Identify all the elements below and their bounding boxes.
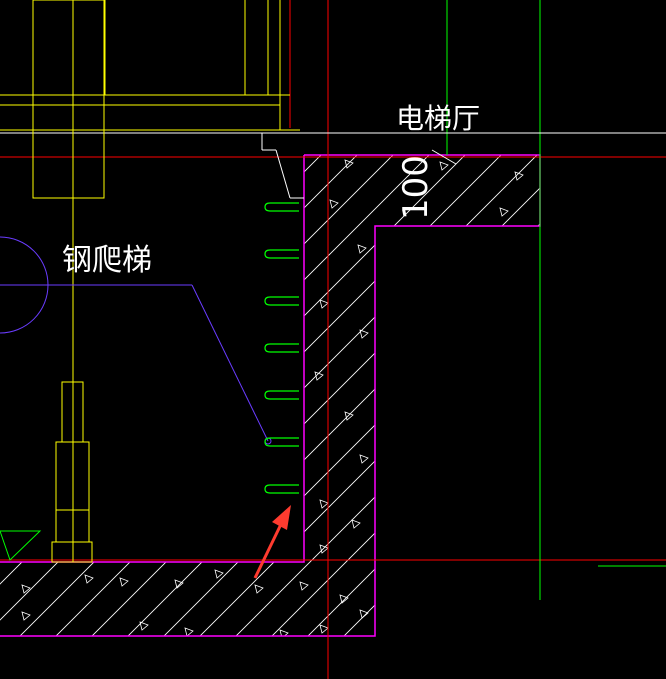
aggregate-mark (344, 159, 354, 169)
hatch-line (495, 155, 540, 636)
aggregate-mark (514, 171, 524, 181)
hatch-line (0, 155, 540, 636)
aggregate-mark (139, 621, 149, 631)
hatch-line (63, 155, 540, 636)
aggregate-mark (254, 584, 264, 594)
hatch-line (0, 155, 189, 636)
hatch-line (315, 155, 540, 636)
hatch-line (243, 155, 540, 636)
ladder-rung (264, 202, 299, 212)
slab-edge (0, 132, 666, 199)
aggregate-mark (499, 207, 509, 217)
elevator-lobby-label: 电梯厅 (396, 102, 480, 135)
ladder-rung (264, 296, 299, 306)
ladder-rung (264, 484, 299, 494)
aggregate-mark (319, 299, 329, 309)
dimension-label: 100 (396, 155, 436, 220)
aggregate-mark (214, 569, 224, 579)
hatch-line (0, 155, 117, 636)
aggregate-mark (319, 624, 329, 634)
annotation-arrow (253, 505, 291, 579)
hatch-line (640, 0, 666, 679)
hatch-line (0, 155, 261, 636)
hatch-line (0, 155, 441, 636)
structural-members (0, 0, 300, 563)
hatch-line (604, 0, 666, 679)
axis-lines (0, 0, 666, 600)
hatch-line (459, 155, 540, 636)
hatch-line (0, 155, 81, 636)
aggregate-mark (329, 199, 339, 209)
aggregate-mark (84, 574, 94, 584)
aggregate-mark (357, 244, 367, 254)
aggregate-mark (359, 329, 369, 339)
aggregate-mark (439, 161, 449, 171)
hatch-line (207, 155, 540, 636)
aggregate-mark (351, 519, 361, 529)
hatch-line (0, 155, 225, 636)
steel-ladder-label: 钢爬梯 (62, 243, 152, 278)
hatch-line (0, 155, 153, 636)
aggregate-mark (344, 411, 354, 421)
aggregate-mark (314, 371, 324, 381)
aggregate-mark (21, 611, 31, 621)
aggregate-mark (174, 579, 184, 589)
hatch-line (0, 155, 540, 636)
hatch-line (27, 155, 540, 636)
hatch-line (0, 155, 405, 636)
hatch-line (0, 155, 369, 636)
aggregate-mark (184, 627, 194, 636)
aggregate-mark (279, 629, 289, 636)
aggregate-mark (119, 577, 129, 587)
ladder-rung (264, 343, 299, 353)
aggregate-mark (21, 584, 31, 594)
ladder-rungs (264, 202, 299, 494)
aggregate-mark (359, 609, 369, 619)
hatch-line (568, 0, 666, 679)
ladder-rung (264, 249, 299, 259)
hatch-line (0, 155, 333, 636)
aggregate-mark (339, 594, 349, 604)
hatch-line (0, 155, 297, 636)
aggregate-mark (359, 454, 369, 464)
hatch-line (99, 155, 540, 636)
ladder-rung (264, 390, 299, 400)
aggregate-mark (319, 544, 329, 554)
ladder-rung (264, 437, 299, 447)
hatch-line (531, 155, 540, 636)
dimension-mark: 100 (396, 149, 457, 220)
aggregate-mark (299, 581, 309, 591)
aggregate-mark (319, 499, 329, 509)
wall-outline (0, 154, 541, 637)
